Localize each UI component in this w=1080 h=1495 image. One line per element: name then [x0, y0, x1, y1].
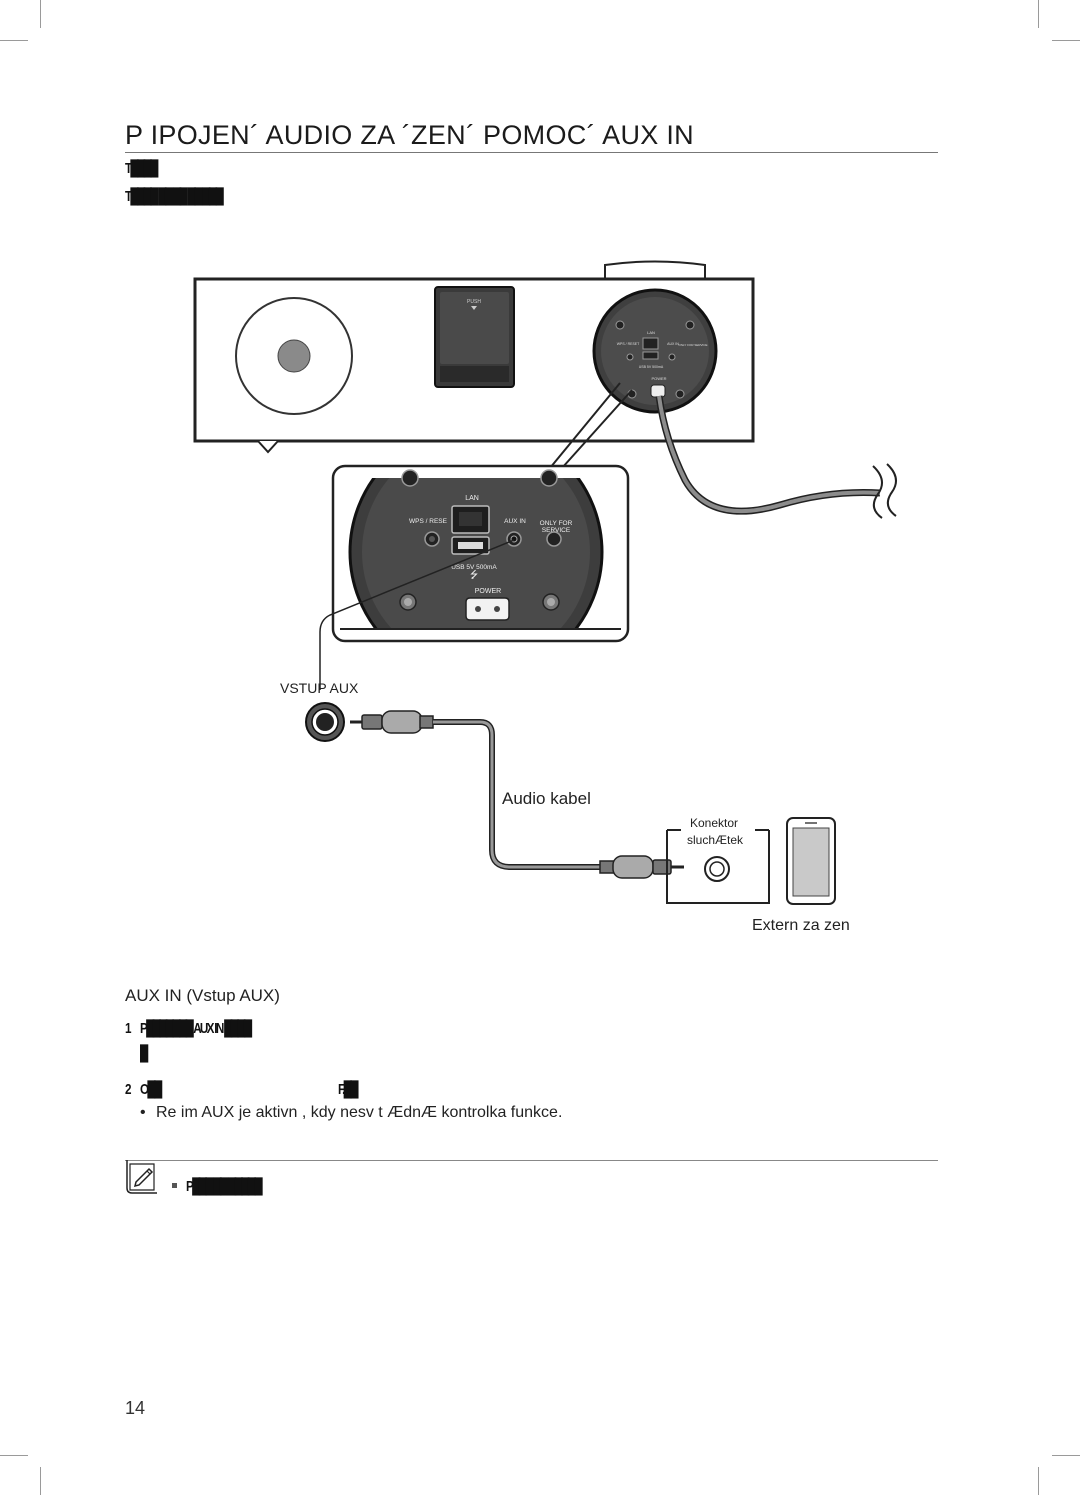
note-bullet: [172, 1183, 177, 1188]
page-number: 14: [125, 1398, 146, 1418]
audio-cable-plug-1: [350, 710, 434, 734]
step-1-continued: █: [140, 1045, 148, 1062]
bullet-text: Re im AUX je aktivn , kdy nesv t ÆdnÆ ko…: [156, 1104, 563, 1121]
external-device-label: Extern za zen: [752, 917, 850, 934]
crop-mark: [1052, 1455, 1080, 1456]
audio-cable-label: Audio kabel: [502, 789, 591, 808]
svg-text:ONLY FOR SERVICE: ONLY FOR SERVICE: [678, 343, 707, 347]
aux-leader-line: [319, 539, 515, 690]
bullet-dot: •: [140, 1104, 146, 1121]
device-top-knob: [604, 260, 706, 280]
note-pencil-icon: [126, 1160, 157, 1194]
device-foot: [257, 440, 279, 454]
svg-text:AUX IN: AUX IN: [504, 518, 526, 525]
service-port: [546, 531, 562, 547]
crop-mark: [0, 1455, 28, 1456]
step-1-number: 1: [125, 1020, 132, 1037]
push-arrow-icon: [471, 306, 477, 310]
headphone-label-line1: Konektor: [690, 816, 739, 830]
crop-mark: [0, 40, 28, 41]
crop-mark: [1038, 1467, 1039, 1495]
intro-line-1: T████: [125, 160, 158, 177]
push-label: PUSH: [467, 299, 481, 305]
svg-text:WPS / RESE: WPS / RESE: [409, 518, 448, 525]
note-text: P███ ██ █████: [186, 1178, 263, 1195]
svg-text:USB 5V 500mA: USB 5V 500mA: [451, 564, 497, 571]
cable-break-icon: [872, 463, 897, 519]
step-2-number: 2: [125, 1081, 132, 1098]
note-divider: [125, 1160, 938, 1161]
connection-diagram: PUSH LAN WPS / RESET AUX IN ONLY FOR SER…: [193, 260, 897, 905]
crop-mark: [1052, 40, 1080, 41]
step-1-text: P███████ AUX IN ████: [140, 1020, 252, 1037]
usb-icon: ⭍: [470, 569, 478, 581]
page-title: P IPOJEN´ AUDIO ZA ´ZEN´ POMOC´ AUX IN: [125, 120, 694, 150]
speaker-center: [277, 339, 311, 373]
headphone-label-line2: sluchÆtek: [687, 833, 744, 847]
intro-line-2: T████ ██ ██ ██ ███: [125, 188, 224, 205]
svg-text:AUX IN: AUX IN: [667, 342, 679, 346]
svg-text:ONLY FOR: ONLY FOR: [540, 520, 573, 527]
aux-input-label: VSTUP AUX: [280, 680, 359, 696]
power-socket: [465, 597, 510, 621]
audio-cable-plug-2: [599, 855, 684, 879]
svg-text:WPS / RESET: WPS / RESET: [617, 342, 640, 346]
crop-mark: [1038, 0, 1039, 28]
headphone-socket-frame: [666, 830, 770, 904]
section-label: AUX IN (Vstup AUX): [125, 986, 280, 1005]
title-divider: [125, 152, 938, 153]
crop-mark: [40, 1467, 41, 1495]
svg-text:POWER: POWER: [475, 588, 501, 595]
svg-text:LAN: LAN: [647, 330, 655, 335]
svg-text:LAN: LAN: [465, 495, 479, 502]
svg-text:POWER: POWER: [651, 376, 666, 381]
svg-text:SERVICE: SERVICE: [542, 527, 571, 534]
crop-mark: [40, 0, 41, 28]
step-2-function-text: F.██: [338, 1081, 359, 1098]
svg-text:USB 5V 500mA: USB 5V 500mA: [639, 365, 664, 369]
step-2-text: O██: [140, 1081, 162, 1098]
